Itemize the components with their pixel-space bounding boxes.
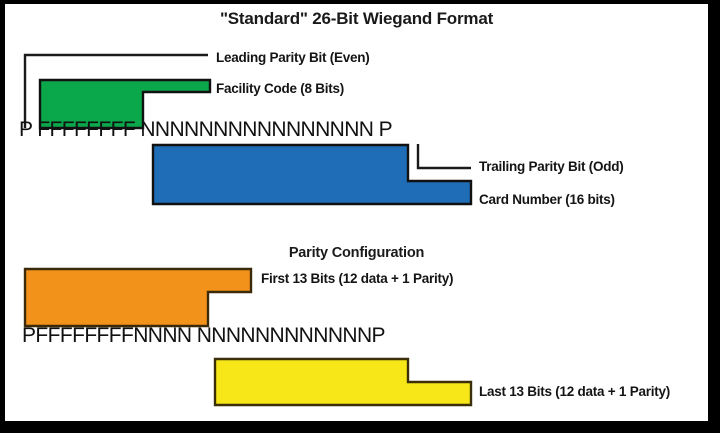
bitstring-parity-configuration: PFFFFFFFFNNNN NNNNNNNNNNNNP	[22, 324, 386, 347]
label-last-13-bits: Last 13 Bits (12 data + 1 Parity)	[479, 384, 670, 399]
label-card-number: Card Number (16 bits)	[479, 192, 615, 207]
first-13-bits-shape	[23, 267, 253, 328]
label-facility-code: Facility Code (8 Bits)	[216, 81, 345, 96]
last-13-bits-shape	[213, 357, 473, 407]
label-first-13-bits: First 13 Bits (12 data + 1 Parity)	[261, 271, 454, 286]
diagram-shapes-layer	[23, 53, 473, 407]
diagram-title: "Standard" 26-Bit Wiegand Format	[219, 9, 494, 28]
label-leading-parity: Leading Parity Bit (Even)	[216, 50, 370, 65]
card-number-shape	[151, 143, 473, 206]
diagram-inner: "Standard" 26-Bit Wiegand Format Leading…	[5, 4, 708, 421]
bitstring-standard-format: P FFFFFFFF NNNNNNNNNNNNNNNN P	[19, 118, 393, 141]
parity-configuration-title: Parity Configuration	[288, 245, 425, 261]
trailing-parity-bracket	[416, 144, 471, 170]
label-trailing-parity: Trailing Parity Bit (Odd)	[479, 159, 624, 174]
